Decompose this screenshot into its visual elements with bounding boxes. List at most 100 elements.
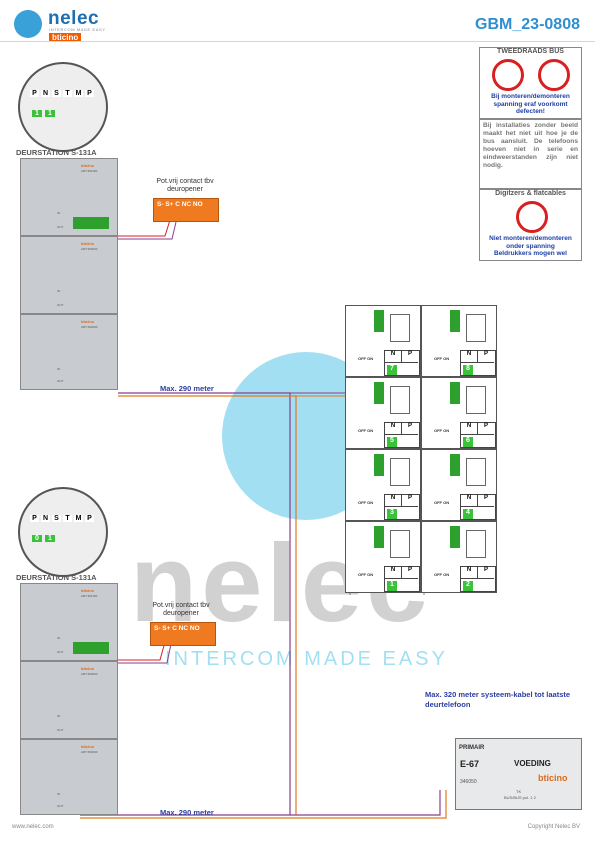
phone-terminal-icon bbox=[374, 382, 384, 404]
np-label-p: P bbox=[402, 351, 418, 363]
module-art: ART.351100 bbox=[81, 594, 98, 598]
phone-off-on: OFF ON bbox=[358, 428, 374, 433]
door-module-mid: bticino ART.352000 IN OUT bbox=[20, 661, 118, 739]
phone-terminal-icon bbox=[450, 382, 460, 404]
relay-title: Pot.vrij contact tbv deuropener bbox=[156, 178, 214, 193]
phone-number: 5 bbox=[387, 436, 397, 447]
phone-number: 7 bbox=[387, 364, 397, 375]
module-term-out: OUT bbox=[57, 225, 64, 229]
switch-zoom-circle: P N S T M P 1 1 bbox=[18, 62, 108, 152]
psu-brand: bticino bbox=[538, 773, 568, 783]
module-term-out: OUT bbox=[57, 728, 64, 732]
module-term-in: IN bbox=[57, 367, 60, 371]
phone-handset-icon bbox=[466, 314, 486, 342]
switch-label: P bbox=[30, 90, 39, 97]
np-label-n: N bbox=[461, 495, 478, 507]
switch-value: 1 bbox=[45, 110, 55, 117]
np-label-p: P bbox=[478, 423, 494, 435]
module-term-out: OUT bbox=[57, 303, 64, 307]
switch-label: T bbox=[63, 515, 72, 522]
phone-handset-icon bbox=[466, 458, 486, 486]
module-term-out: OUT bbox=[57, 650, 64, 654]
psu-art: 346050 bbox=[460, 779, 477, 785]
brand-name: nelec bbox=[48, 8, 100, 29]
relay-module: S- S+ C NC NO bbox=[150, 622, 216, 646]
psu-model: E-67 bbox=[460, 759, 480, 769]
station-1: P N S T M P 1 1 DEURSTATION S-131A btici… bbox=[16, 60, 121, 390]
phone-number: 1 bbox=[387, 580, 397, 591]
phone-off-on: OFF ON bbox=[358, 500, 374, 505]
phone-off-on: OFF ON bbox=[434, 572, 450, 577]
switch-label-row: P N S T M P bbox=[30, 90, 100, 97]
terminal-block-icon bbox=[73, 642, 109, 654]
brand-sub: bticino bbox=[49, 33, 82, 42]
system-cable-label: Max. 320 meter systeem-kabel tot laatste… bbox=[425, 690, 571, 709]
phone-off-on: OFF ON bbox=[358, 572, 374, 577]
np-label-p: P bbox=[478, 495, 494, 507]
np-label-n: N bbox=[461, 423, 478, 435]
module-term-out: OUT bbox=[57, 379, 64, 383]
door-module-top: bticino ART.351100 IN OUT bbox=[20, 583, 118, 661]
phone-handset-icon bbox=[466, 530, 486, 558]
power-supply: PRIMAIR E-67 VOEDING 346050 bticino TK B… bbox=[455, 738, 582, 810]
footer-copyright: Copyright Nelec BV bbox=[527, 824, 580, 830]
bus-wire-bottom-a bbox=[80, 790, 441, 816]
module-brand: bticino bbox=[81, 744, 95, 749]
psu-tk: TK bbox=[516, 789, 522, 794]
switch-label: P bbox=[30, 515, 39, 522]
relay-wire-2b bbox=[110, 643, 172, 664]
doc-id: GBM_23-0808 bbox=[475, 16, 580, 33]
phone-terminal-icon bbox=[374, 454, 384, 476]
np-label-n: N bbox=[461, 567, 478, 579]
relay-wire-2a bbox=[110, 641, 166, 661]
cable-label-top: Max. 290 meter bbox=[160, 384, 214, 393]
module-art: ART.352000 bbox=[81, 325, 98, 329]
footer-website[interactable]: www.nelec.com bbox=[12, 824, 54, 830]
relay-title: Pot.vrij contact tbv deuropener bbox=[152, 602, 210, 617]
phone-terminal-icon bbox=[450, 454, 460, 476]
phone-off-on: OFF ON bbox=[358, 356, 374, 361]
module-brand: bticino bbox=[81, 163, 95, 168]
phone-terminal-icon bbox=[374, 526, 384, 548]
switch-label: P bbox=[85, 515, 94, 522]
phone-handset-icon bbox=[466, 386, 486, 414]
np-label-p: P bbox=[478, 351, 494, 363]
phone-off-on: OFF ON bbox=[434, 428, 450, 433]
np-label-n: N bbox=[385, 351, 402, 363]
switch-label: P bbox=[85, 90, 94, 97]
module-art: ART.351100 bbox=[81, 169, 98, 173]
phone-off-on: OFF ON bbox=[434, 500, 450, 505]
np-label-p: P bbox=[402, 423, 418, 435]
module-term-in: IN bbox=[57, 211, 60, 215]
psu-bus-terminals: BUS/BUS pol. 1 2 bbox=[504, 795, 536, 800]
watermark-tagline: INTERCOM MADE EASY bbox=[165, 648, 448, 670]
phone-number: 6 bbox=[463, 436, 473, 447]
switch-label: S bbox=[52, 515, 61, 522]
np-label-p: P bbox=[402, 567, 418, 579]
nelec-logo-icon bbox=[14, 10, 42, 38]
warning-bus-text: Bij monteren/demonteren spanning eraf vo… bbox=[491, 93, 570, 115]
module-term-in: IN bbox=[57, 289, 60, 293]
phone-handset-icon bbox=[390, 386, 410, 414]
no-tools-icon bbox=[516, 201, 548, 233]
np-label-n: N bbox=[385, 423, 402, 435]
switch-value: 1 bbox=[32, 110, 42, 117]
door-module-top: bticino ART.351100 IN OUT bbox=[20, 158, 118, 236]
phone-handset-icon bbox=[390, 458, 410, 486]
np-label-p: P bbox=[478, 567, 494, 579]
info-panel: Bij installaties zonder beeld maakt het … bbox=[479, 119, 582, 189]
switch-label: M bbox=[74, 515, 83, 522]
warning-digi-sub: Beldrukkers mogen wel bbox=[494, 250, 567, 257]
station-2: P N S T M P 0 1 DEURSTATION S-131A btici… bbox=[16, 485, 121, 815]
phone-off-on: OFF ON bbox=[434, 356, 450, 361]
phone-terminal-icon bbox=[450, 526, 460, 548]
switch-value-row: 0 1 bbox=[32, 535, 55, 542]
